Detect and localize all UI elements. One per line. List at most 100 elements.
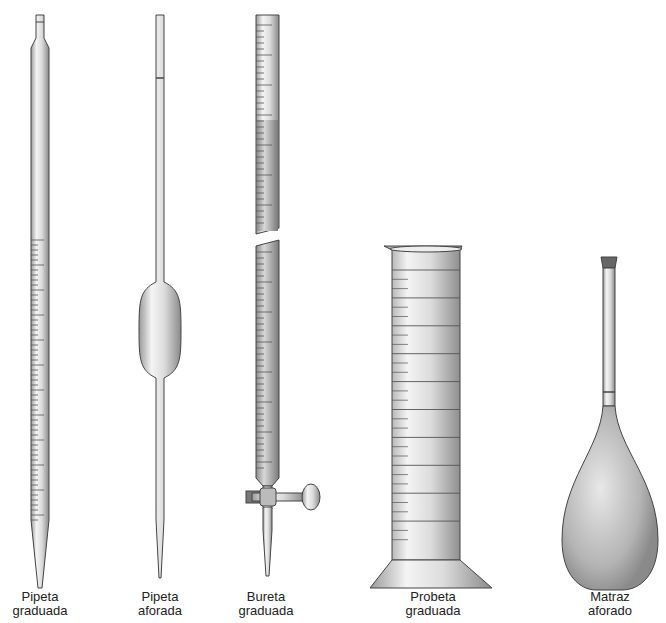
graduation-mark — [256, 73, 264, 74]
graduation-mark — [256, 157, 264, 158]
graduation-mark — [256, 187, 264, 188]
graduation-mark — [392, 363, 408, 364]
graduation-mark — [256, 91, 264, 92]
graduation-mark — [31, 330, 38, 331]
graduation-mark — [31, 295, 38, 296]
graduation-mark — [31, 445, 38, 446]
graduation-mark — [31, 435, 38, 436]
graduation-mark — [392, 502, 408, 503]
graduation-mark — [256, 342, 272, 343]
graduation-mark — [31, 470, 38, 471]
graduation-mark — [256, 181, 264, 182]
graduation-mark — [392, 344, 408, 345]
graduation-mark — [31, 290, 44, 291]
graduation-mark — [256, 366, 264, 367]
graduation-mark — [256, 276, 264, 277]
instrument-label: Pipeta aforada — [127, 590, 193, 618]
graduation-mark — [256, 223, 264, 224]
graduation-mark — [256, 55, 272, 56]
graduation-mark — [31, 520, 38, 521]
graduation-mark — [256, 444, 264, 445]
graduation-mark — [256, 426, 264, 427]
graduation-mark — [31, 255, 38, 256]
graduation-mark — [256, 49, 264, 50]
graduated-pipette — [31, 15, 49, 588]
graduation-mark — [392, 307, 408, 308]
graduation-mark — [31, 355, 38, 356]
graduation-mark — [256, 85, 272, 86]
graduation-mark — [256, 420, 264, 421]
graduation-mark — [31, 455, 38, 456]
graduation-mark — [31, 410, 38, 411]
graduation-mark — [31, 475, 38, 476]
graduation-mark — [31, 460, 38, 461]
graduation-mark — [256, 151, 264, 152]
graduation-mark — [392, 493, 460, 494]
graduation-mark — [31, 395, 38, 396]
graduation-mark — [256, 456, 264, 457]
graduation-mark — [392, 456, 408, 457]
graduation-mark — [392, 279, 408, 280]
graduation-mark — [392, 483, 408, 484]
graduation-mark — [256, 372, 272, 373]
graduation-mark — [256, 205, 272, 206]
graduation-mark — [31, 515, 44, 516]
graduation-mark — [256, 414, 264, 415]
graduation-mark — [256, 121, 264, 122]
graduation-mark — [256, 252, 272, 253]
graduation-mark — [392, 428, 408, 429]
graduation-mark — [31, 420, 38, 421]
graduated-cylinder — [370, 246, 492, 588]
graduation-mark — [256, 109, 264, 110]
graduation-mark — [31, 280, 38, 281]
graduation-mark — [31, 320, 38, 321]
graduation-mark — [256, 199, 264, 200]
graduation-mark — [256, 396, 264, 397]
graduation-mark — [392, 465, 460, 466]
graduation-mark — [392, 390, 408, 391]
graduation-mark — [256, 43, 264, 44]
graduation-mark — [392, 316, 408, 317]
graduation-mark — [392, 381, 460, 382]
graduation-mark — [31, 265, 44, 266]
graduation-mark — [31, 335, 38, 336]
instrument-label: Bureta graduada — [233, 590, 299, 618]
graduation-mark — [256, 270, 264, 271]
graduation-mark — [256, 264, 264, 265]
graduation-mark — [392, 409, 460, 410]
graduation-mark — [31, 415, 44, 416]
graduation-mark — [256, 217, 264, 218]
graduation-mark — [392, 372, 408, 373]
graduation-mark — [392, 539, 408, 540]
graduation-mark — [256, 258, 264, 259]
graduation-mark — [31, 375, 38, 376]
graduation-mark — [256, 175, 272, 176]
graduation-mark — [256, 282, 272, 283]
graduation-mark — [31, 480, 38, 481]
graduation-mark — [256, 324, 264, 325]
instrument-label: Matraz aforado — [577, 590, 643, 618]
graduation-mark — [392, 270, 460, 271]
graduation-mark — [31, 385, 38, 386]
graduation-mark — [256, 300, 264, 301]
graduation-mark — [392, 288, 408, 289]
graduation-mark — [256, 25, 272, 26]
instrument-label: Probeta graduada — [400, 590, 466, 618]
graduation-mark — [31, 490, 44, 491]
graduation-mark — [256, 31, 264, 32]
graduation-mark — [256, 336, 264, 337]
graduation-mark — [256, 384, 264, 385]
graduation-mark — [256, 79, 264, 80]
graduation-mark — [256, 330, 264, 331]
graduation-mark — [31, 425, 38, 426]
graduation-mark — [31, 240, 44, 241]
graduation-mark — [31, 305, 38, 306]
graduation-mark — [31, 270, 38, 271]
graduation-mark — [256, 360, 264, 361]
graduation-mark — [256, 127, 264, 128]
graduation-mark — [256, 145, 272, 146]
graduation-mark — [256, 67, 264, 68]
graduation-mark — [31, 485, 38, 486]
graduation-mark — [31, 345, 38, 346]
graduation-mark — [31, 405, 38, 406]
